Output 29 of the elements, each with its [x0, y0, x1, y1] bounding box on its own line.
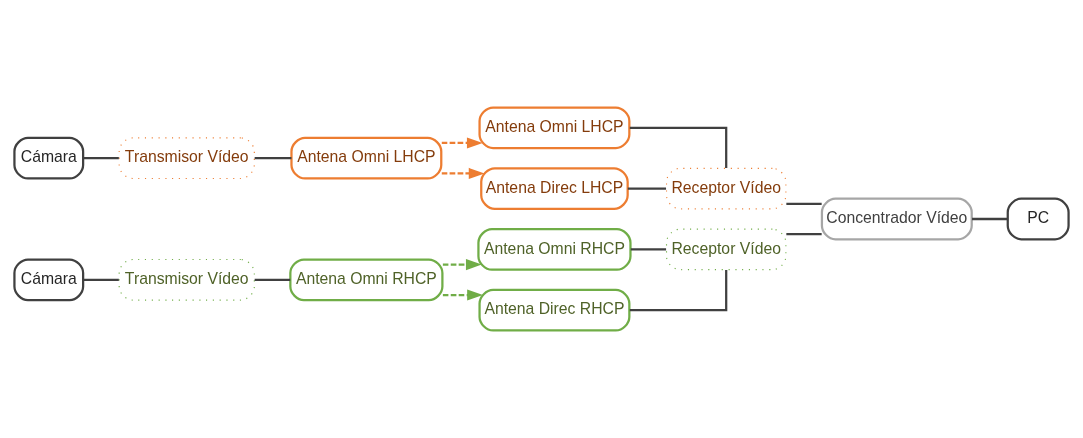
node-box: PC: [1006, 197, 1070, 241]
node-box: Antena Omni RHCP: [477, 228, 632, 271]
node-box: Concentrador Vídeo: [820, 197, 973, 241]
node-box: Transmisor Vídeo: [118, 258, 255, 301]
node-box: Cámara: [13, 136, 85, 180]
connector: [83, 278, 119, 281]
connector: [254, 157, 292, 160]
connector: [83, 157, 119, 160]
node-box: Antena Direc LHCP: [480, 167, 629, 210]
connector: [786, 233, 822, 236]
arrow: [441, 167, 485, 179]
arrow: [442, 289, 483, 301]
arrow: [442, 259, 482, 271]
connector: [630, 248, 667, 251]
node-box: Antena Direc RHCP: [478, 288, 631, 332]
node-box: Transmisor Vídeo: [118, 137, 255, 180]
node-box: Antena Omni LHCP: [290, 136, 443, 180]
connector: [254, 278, 291, 281]
node-box: Receptor Vídeo: [665, 167, 787, 210]
node-box: Receptor Vídeo: [665, 228, 787, 271]
connector: [627, 187, 667, 190]
connector: [629, 126, 728, 168]
connector: [629, 270, 728, 312]
arrow: [441, 137, 483, 149]
node-box: Cámara: [13, 258, 85, 302]
node-box: Antena Omni LHCP: [478, 106, 631, 150]
connector: [786, 202, 822, 205]
connector: [972, 217, 1008, 221]
node-box: Antena Omni RHCP: [289, 258, 444, 302]
